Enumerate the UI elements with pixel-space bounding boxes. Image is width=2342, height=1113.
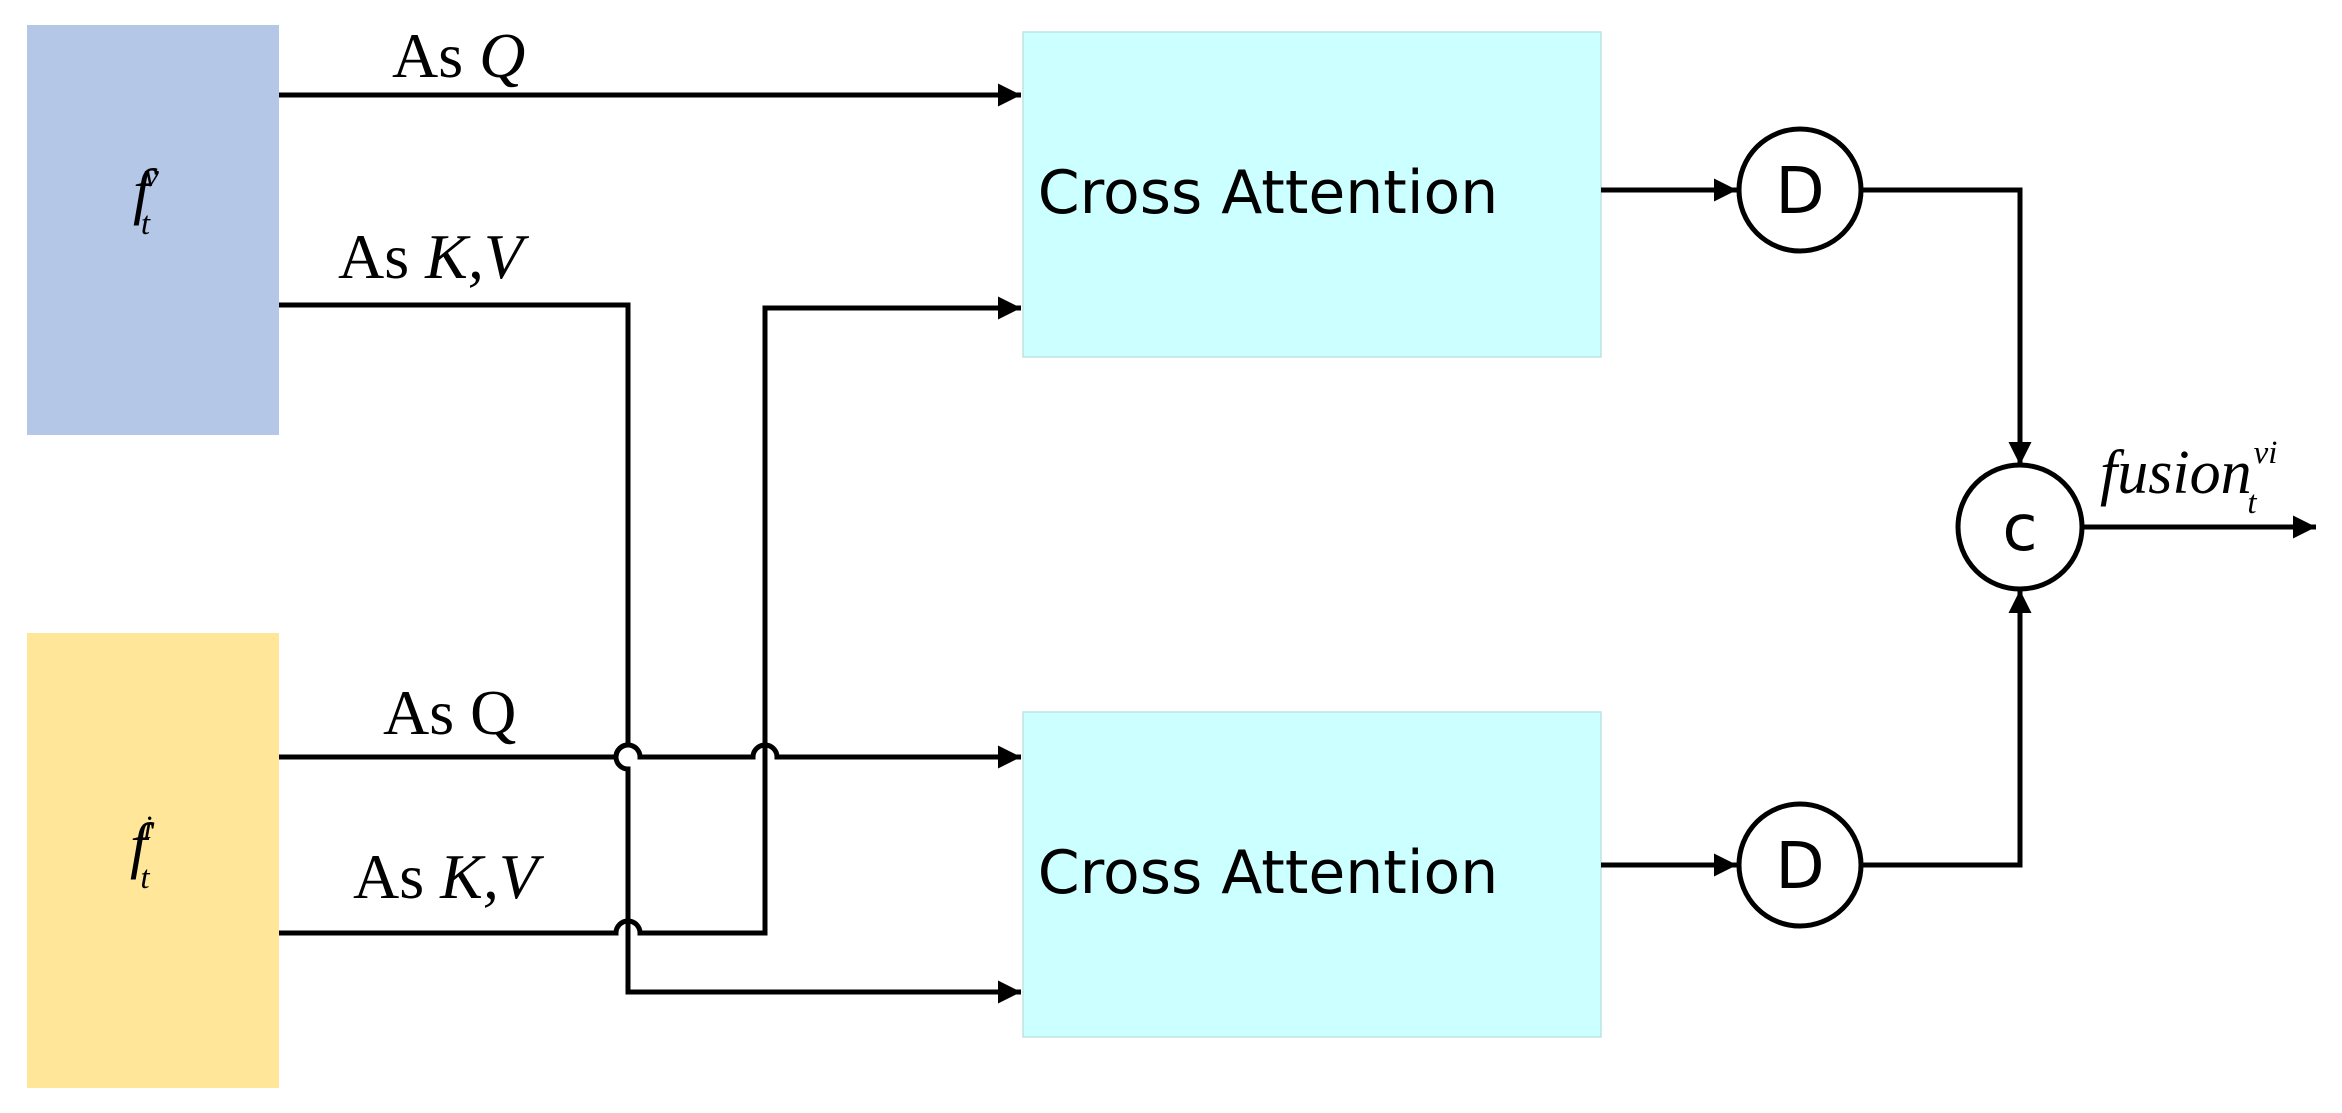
operator-d-top-label: D (1775, 155, 1824, 229)
cross-attention-bottom-label: Cross Attention (1038, 838, 1498, 908)
edge-label-bottom-kv: As K,V (353, 841, 545, 912)
edge-label-top-q: As Q (392, 20, 525, 91)
edge-label-bottom-q: As Q (383, 677, 516, 748)
edge-d-top-to-concat (1862, 187, 2032, 465)
cross-attention-block-bottom (1022, 711, 1602, 1038)
operator-concat-label: c (2002, 492, 2037, 566)
edge-infrared-q (279, 742, 1021, 769)
operator-d-bottom: D (1736, 801, 1864, 929)
infrared-feature-block (27, 633, 279, 1088)
operator-concat: c (1955, 462, 2085, 592)
operator-d-top: D (1736, 126, 1864, 254)
edge-infrared-kv (279, 296, 1021, 936)
visible-feature-block (27, 25, 279, 435)
connectors (279, 83, 2316, 1004)
edge-label-top-kv: As K,V (338, 221, 530, 292)
edge-d-bottom-to-concat (1862, 590, 2032, 868)
cross-attention-block-top (1022, 31, 1602, 358)
operator-d-bottom-label: D (1775, 830, 1824, 904)
cross-attention-top-label: Cross Attention (1038, 158, 1498, 228)
